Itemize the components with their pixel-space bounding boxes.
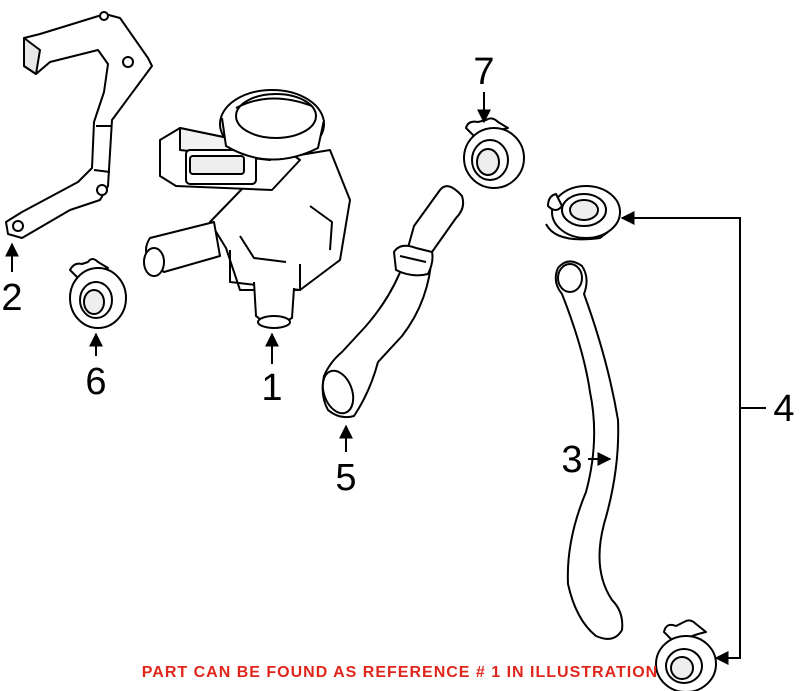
- bracket-part: [5, 11, 153, 239]
- clamp-part-7: [463, 117, 525, 189]
- hose-part-3: [554, 260, 624, 640]
- callout-7: 7: [473, 51, 494, 93]
- clamp-part-6: [69, 258, 127, 329]
- pump-part: [143, 89, 351, 329]
- clamp-part-4-upper: [545, 185, 621, 241]
- reference-note: PART CAN BE FOUND AS REFERENCE # 1 IN IL…: [141, 664, 659, 681]
- clamp-part-4-lower: [655, 619, 717, 691]
- callout-3: 3: [561, 439, 582, 481]
- callout-2: 2: [1, 277, 22, 319]
- leader-lines: [4, 92, 766, 665]
- callout-4: 4: [773, 388, 794, 430]
- callout-1: 1: [261, 367, 282, 409]
- callout-5: 5: [335, 457, 356, 499]
- hose-part-5: [321, 185, 465, 419]
- callout-6: 6: [85, 361, 106, 403]
